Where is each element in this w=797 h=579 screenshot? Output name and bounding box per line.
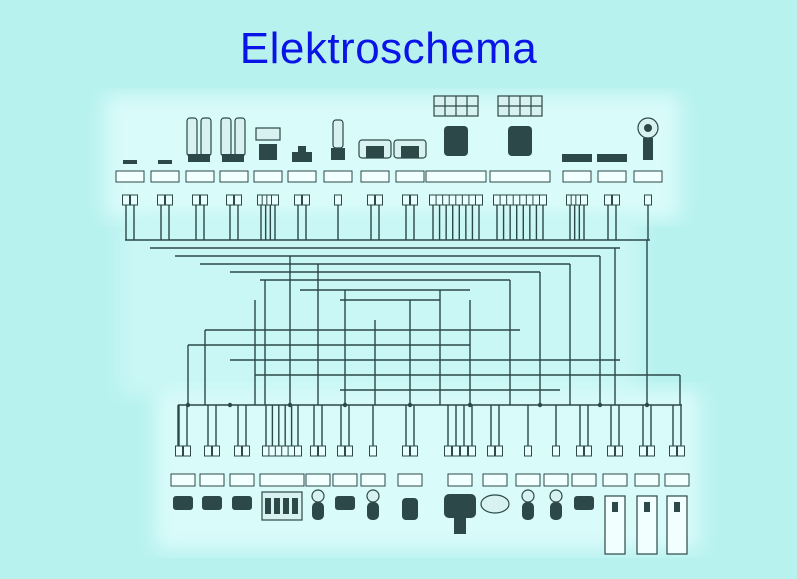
- page-title: Elektroschema: [239, 24, 538, 73]
- component-b4: [259, 445, 305, 521]
- component-b14: [602, 445, 628, 555]
- relay-icon: [255, 127, 281, 160]
- valve-icon: [402, 498, 418, 520]
- component-b12: [543, 445, 569, 520]
- small-plug-icon: [158, 160, 172, 164]
- plug-icon: [232, 496, 252, 510]
- component-b9: [444, 445, 476, 534]
- connector-block-icon: [393, 139, 427, 159]
- component-t12: [562, 154, 592, 206]
- component-b5: [305, 445, 331, 520]
- plug-icon: [335, 496, 355, 510]
- plug-icon: [173, 496, 193, 510]
- component-t4: [219, 117, 249, 206]
- component-t5: [253, 127, 283, 206]
- sensor-probe-icon: [521, 489, 535, 520]
- component-b7: [360, 445, 386, 520]
- plug-icon: [202, 496, 222, 510]
- component-t2: [150, 160, 180, 206]
- component-b11: [515, 445, 541, 520]
- component-b16: [664, 445, 690, 555]
- plug-icon: [574, 496, 594, 510]
- component-b13: [571, 445, 597, 510]
- component-b3: [229, 445, 255, 510]
- connector-strip-icon: [562, 154, 592, 162]
- control-unit-icon: [433, 95, 479, 156]
- component-t11: [489, 95, 551, 206]
- module-icon: [636, 495, 658, 555]
- component-t10: [425, 95, 487, 206]
- bottom-component-row: [170, 445, 690, 555]
- component-b10: [480, 445, 510, 514]
- component-t13: [597, 154, 627, 206]
- sensor-icon: [331, 119, 345, 160]
- switch-icon: [292, 146, 312, 162]
- sensor-probe-icon: [549, 489, 563, 520]
- component-b1: [170, 445, 196, 510]
- motor-icon: [444, 494, 476, 534]
- fuse-cartridge-icon: [220, 117, 246, 162]
- module-icon: [666, 495, 688, 555]
- wire-network: [125, 205, 682, 446]
- component-t6: [287, 146, 317, 206]
- component-t3: [185, 117, 215, 206]
- component-b6: [332, 445, 358, 510]
- lamp-icon: [637, 117, 659, 160]
- terminal-block-icon: [261, 491, 303, 521]
- connector-strip-icon: [597, 154, 627, 162]
- component-b8: [397, 445, 423, 520]
- fuse-cartridge-icon: [186, 117, 212, 162]
- module-icon: [604, 495, 626, 555]
- component-t7: [323, 119, 353, 206]
- sensor-probe-icon: [366, 489, 380, 520]
- component-t8: [358, 139, 392, 206]
- component-b2: [199, 445, 225, 510]
- small-plug-icon: [123, 160, 137, 164]
- component-b15: [634, 445, 660, 555]
- component-t14: [633, 117, 663, 206]
- sensor-probe-icon: [311, 489, 325, 520]
- top-component-row: [115, 95, 663, 206]
- connector-block-icon: [358, 139, 392, 159]
- component-t1: [115, 160, 145, 206]
- pump-icon: [480, 494, 510, 514]
- component-t9: [393, 139, 427, 206]
- control-unit-icon: [497, 95, 543, 156]
